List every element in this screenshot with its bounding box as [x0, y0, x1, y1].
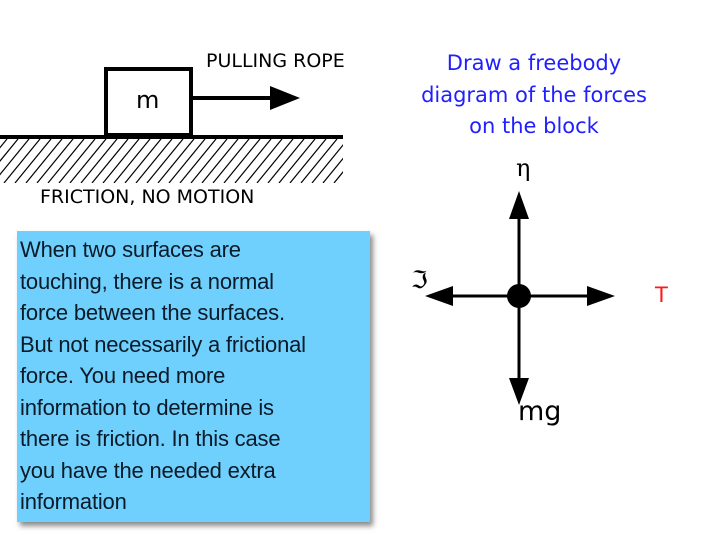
hatch-line	[378, 139, 414, 183]
hatch-line	[135, 139, 173, 183]
hatch-line	[223, 139, 261, 183]
hatch-line	[256, 139, 294, 183]
prompt-text: Draw a freebody diagram of the forces on…	[403, 48, 665, 143]
hatch-line	[311, 144, 343, 183]
hatch-line	[157, 139, 195, 183]
tension-arrow	[519, 286, 615, 306]
tension-label: T	[655, 283, 668, 307]
hatch-line	[289, 139, 327, 183]
block-point	[507, 284, 531, 308]
ground-hatching	[0, 139, 414, 183]
callout-line: information	[20, 489, 127, 514]
surface-label: FRICTION, NO MOTION	[40, 186, 255, 208]
hatch-line	[47, 139, 85, 183]
hatch-line	[36, 139, 74, 183]
callout-line: touching, there is a normal	[20, 268, 274, 294]
callout-line: you have the needed extra	[20, 457, 276, 483]
hatch-line	[168, 139, 206, 183]
explanation-callout: When two surfaces are touching, there is…	[17, 231, 370, 522]
mass-label: m	[136, 86, 160, 114]
normal-force-arrow	[509, 191, 529, 296]
hatch-line	[212, 139, 250, 183]
weight-arrow	[509, 296, 529, 405]
hatch-line	[0, 139, 19, 162]
hatch-line	[124, 139, 162, 183]
freebody-diagram	[425, 191, 615, 405]
callout-line: information to determine is	[20, 394, 274, 420]
hatch-line	[190, 139, 228, 183]
hatch-line	[102, 139, 140, 183]
hatch-line	[14, 139, 52, 183]
hatch-line	[345, 139, 381, 183]
hatch-line	[245, 139, 283, 183]
callout-line: force. You need more	[20, 363, 226, 388]
friction-force-label: ℑ	[411, 266, 428, 294]
prompt-line: diagram of the forces	[421, 82, 647, 107]
callout-line: there is friction. In this case	[20, 426, 281, 451]
rope-label: PULLING ROPE	[206, 50, 345, 72]
normal-force-label: η	[516, 154, 531, 182]
hatch-line	[267, 139, 305, 183]
hatch-line	[278, 139, 316, 183]
prompt-line: on the block	[469, 114, 599, 138]
block	[104, 67, 193, 137]
hatch-line	[0, 139, 30, 176]
hatch-line	[333, 171, 343, 183]
callout-line: force between the surfaces.	[20, 300, 285, 325]
hatch-line	[179, 139, 217, 183]
rope-arrow	[193, 86, 300, 110]
weight-label: mg	[518, 396, 562, 427]
hatch-line	[146, 139, 184, 183]
prompt-line: Draw a freebody	[446, 51, 622, 75]
hatch-line	[91, 139, 129, 183]
hatch-line	[0, 139, 8, 149]
callout-line: When two surfaces are	[20, 237, 241, 262]
hatch-line	[113, 139, 151, 183]
hatch-line	[356, 139, 392, 183]
hatch-line	[80, 139, 118, 183]
hatch-line	[234, 139, 272, 183]
hatch-line	[69, 139, 107, 183]
friction-arrow	[425, 286, 519, 306]
hatch-line	[322, 157, 343, 183]
hatch-line	[201, 139, 239, 183]
hatch-line	[3, 139, 41, 183]
hatch-line	[58, 139, 96, 183]
hatch-line	[25, 139, 63, 183]
hatch-line	[367, 139, 403, 183]
callout-line: But not necessarily a frictional	[20, 331, 306, 357]
hatch-line	[300, 139, 338, 183]
